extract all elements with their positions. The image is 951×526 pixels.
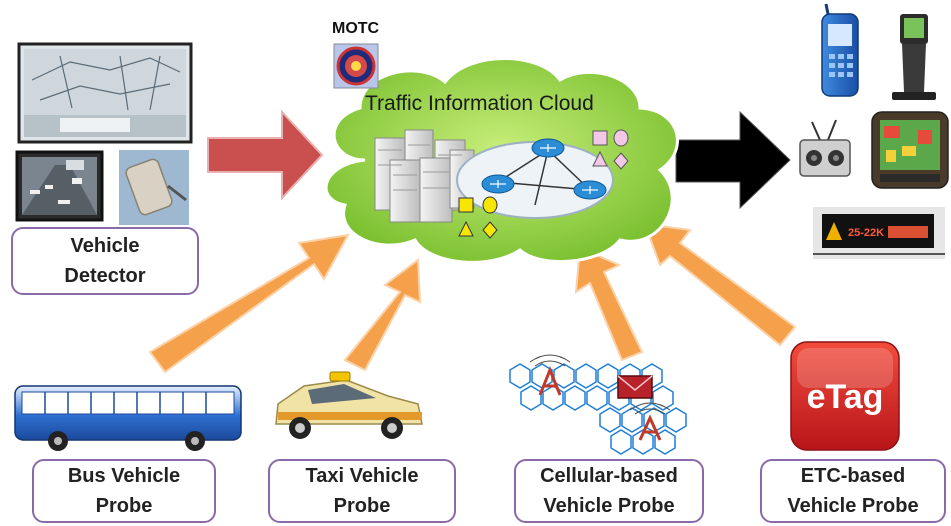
vehicle-detector-line1: Vehicle: [70, 235, 140, 257]
output-arrow: [675, 110, 791, 210]
road-camera-photo: [15, 150, 104, 222]
cellular-vehicle-probe-box: Cellular-based Vehicle Probe: [514, 459, 704, 523]
taxi-vehicle-probe-box: Taxi Vehicle Probe: [268, 459, 456, 523]
detector-arrow: [207, 109, 324, 201]
cell-tower-icon: [538, 365, 662, 441]
cellular-network-icon: [509, 363, 687, 455]
data-shapes-pink: [592, 129, 629, 170]
kiosk-icon: [892, 14, 936, 100]
etc-probe-arrow: [643, 222, 797, 347]
data-shapes-yellow: [458, 196, 498, 239]
etc-vehicle-probe-box: ETC-based Vehicle Probe: [760, 459, 946, 523]
etag-icon: eTag: [790, 341, 900, 451]
detector-device-photo: [119, 150, 189, 225]
taxi-icon: [275, 371, 423, 439]
cellular-probe-line1: Cellular-based: [540, 465, 678, 487]
etag-label: eTag: [807, 378, 884, 416]
mobile-phone-icon: [821, 3, 859, 97]
taxi-probe-arrow: [343, 258, 422, 372]
bus-vehicle-probe-box: Bus Vehicle Probe: [32, 459, 216, 523]
road-sign-icon: 25-22K: [813, 207, 945, 259]
bus-probe-line2: Probe: [95, 495, 153, 517]
vehicle-detector-line2: Detector: [64, 265, 146, 287]
road-sign-text: 25-22K: [848, 227, 884, 239]
message-envelope-icon: [617, 375, 653, 399]
signal-waves-icon: [529, 354, 671, 415]
taxi-probe-line2: Probe: [333, 495, 391, 517]
bus-icon: [14, 385, 242, 451]
router-network-icon: [456, 138, 614, 219]
etc-probe-line2: Vehicle Probe: [787, 495, 919, 517]
radio-icon: [799, 119, 851, 177]
bus-probe-arrow: [148, 233, 350, 374]
cellular-probe-line2: Vehicle Probe: [543, 495, 675, 517]
display-monitor-icon: [871, 111, 949, 189]
taxi-probe-line1: Taxi Vehicle: [305, 465, 419, 487]
motc-label: MOTC: [332, 20, 380, 37]
bus-probe-line1: Bus Vehicle: [67, 465, 181, 487]
control-room-photo: [17, 42, 193, 144]
vehicle-detector-box: Vehicle Detector: [11, 227, 199, 295]
cloud-title: Traffic Information Cloud: [365, 92, 594, 115]
motc-logo-icon: [333, 43, 379, 89]
etc-probe-line1: ETC-based: [800, 465, 906, 487]
cellular-probe-arrow: [574, 246, 644, 362]
